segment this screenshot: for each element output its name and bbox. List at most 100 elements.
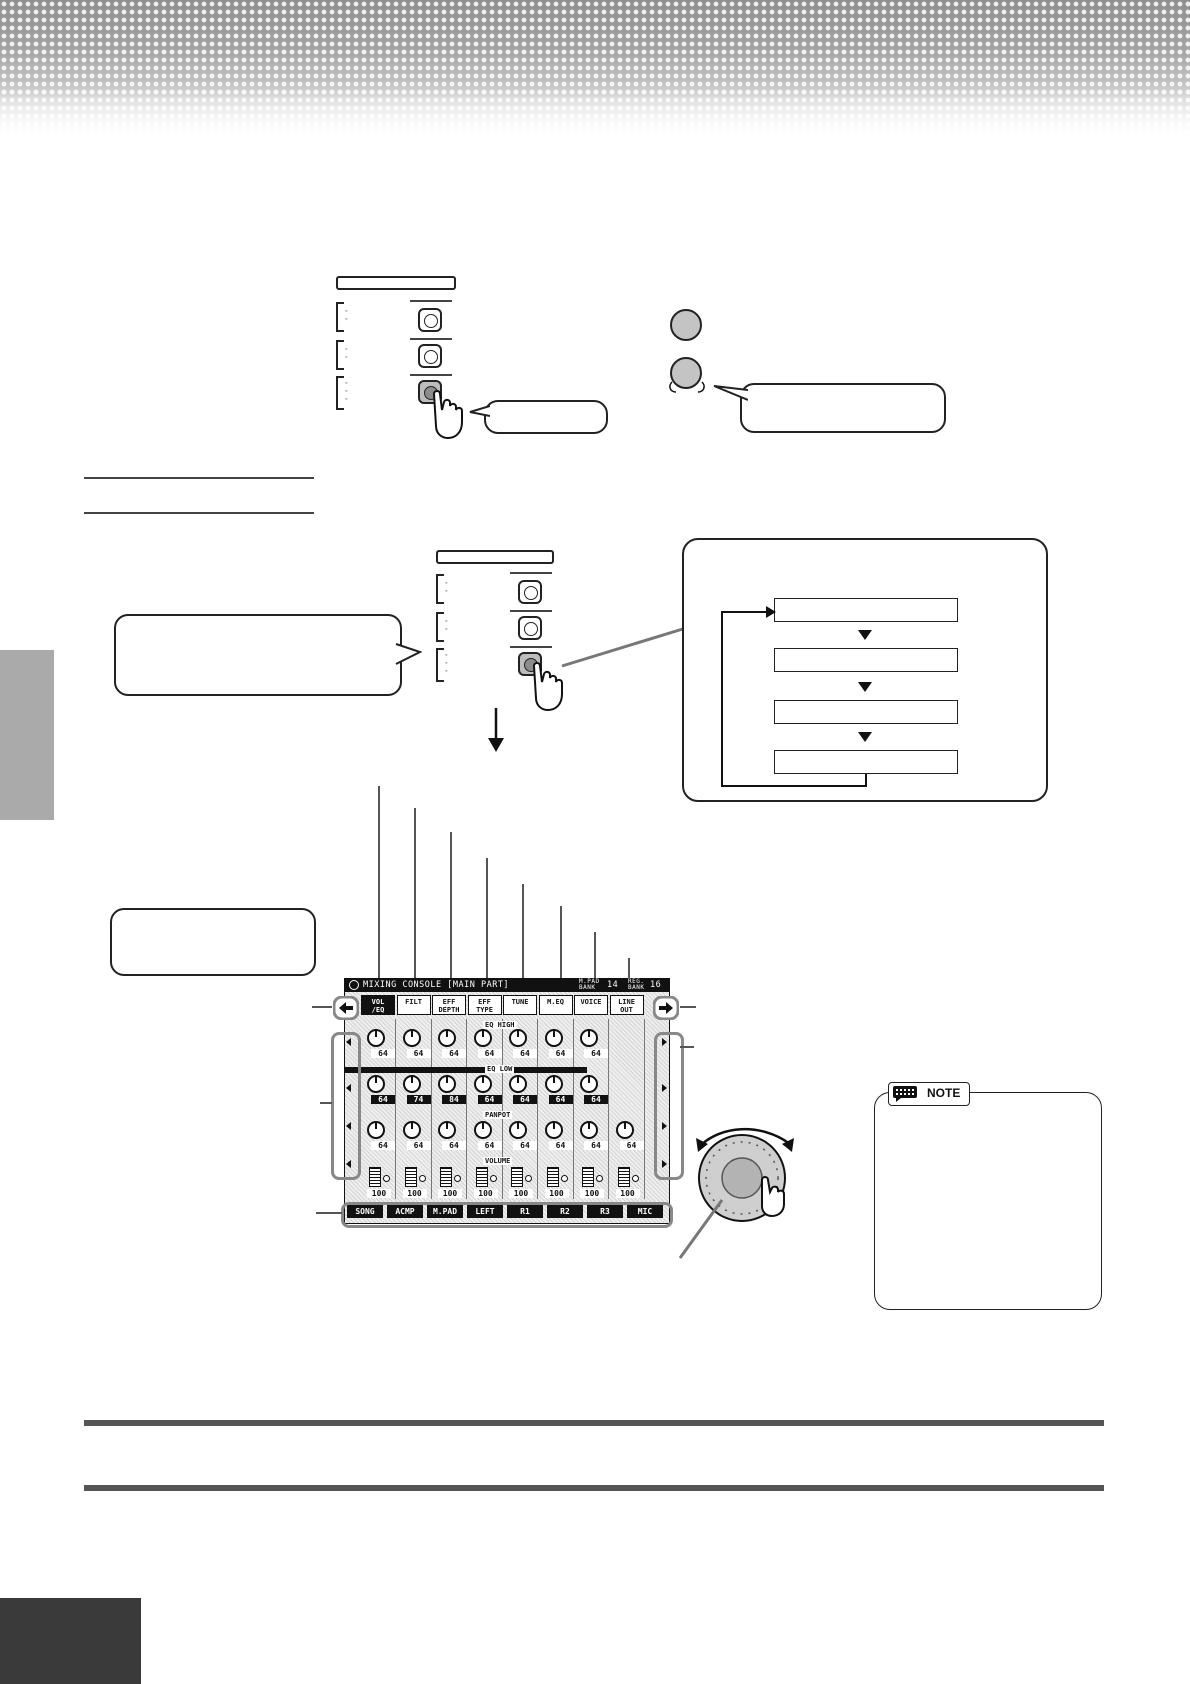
panel-button[interactable] bbox=[518, 580, 542, 604]
eq-high-knob-icon[interactable] bbox=[367, 1029, 385, 1047]
part-button-left[interactable]: LEFT bbox=[467, 1205, 503, 1218]
lcd-tab-line2: DEPTH bbox=[438, 1006, 460, 1014]
eq-high-knob-icon[interactable] bbox=[580, 1029, 598, 1047]
volume-fader-icon[interactable] bbox=[546, 1167, 559, 1187]
part-button-mic[interactable]: MIC bbox=[627, 1205, 663, 1218]
volume-fader-icon[interactable] bbox=[440, 1167, 452, 1187]
left-select-arrow[interactable] bbox=[346, 1084, 351, 1092]
volume-fader-icon[interactable] bbox=[617, 1167, 630, 1187]
lcd-title: MIXING CONSOLE [MAIN PART] bbox=[363, 980, 510, 990]
page-left-arrow-icon[interactable] bbox=[333, 996, 359, 1020]
panel-group-top bbox=[336, 276, 456, 290]
panel-led-dots: ◦◦◦ bbox=[345, 380, 348, 403]
panpot-knob-icon[interactable] bbox=[580, 1121, 598, 1139]
part-button-mpad[interactable]: M.PAD bbox=[427, 1205, 463, 1218]
mpad-bank-value: 14 bbox=[607, 980, 619, 990]
section-label-eq-high: EQ HIGH bbox=[483, 1021, 517, 1029]
speech-callout-large bbox=[114, 614, 402, 696]
panel-line bbox=[410, 300, 452, 302]
right-select-arrow[interactable] bbox=[662, 1122, 667, 1130]
tab-leader-line bbox=[378, 786, 380, 1004]
lcd-tab-line1: EFF bbox=[478, 998, 491, 1006]
tab-leader-line bbox=[486, 858, 488, 1004]
eq-low-value: 74 bbox=[406, 1095, 431, 1104]
panpot-value: 64 bbox=[513, 1141, 537, 1150]
eq-low-knob-icon[interactable] bbox=[438, 1075, 456, 1093]
dial-leader-line bbox=[678, 1199, 724, 1259]
volume-fader-icon[interactable] bbox=[511, 1167, 523, 1187]
connector-line bbox=[561, 626, 687, 668]
panel-button[interactable] bbox=[518, 616, 542, 640]
panpot-knob-icon[interactable] bbox=[367, 1121, 385, 1139]
eq-high-value: 64 bbox=[548, 1049, 573, 1058]
section-rule bbox=[84, 1420, 1104, 1426]
heading-underline bbox=[84, 477, 314, 479]
part-button-song[interactable]: SONG bbox=[347, 1205, 383, 1218]
eq-high-knob-icon[interactable] bbox=[438, 1029, 456, 1047]
panpot-knob-icon[interactable] bbox=[402, 1121, 421, 1139]
left-select-arrow[interactable] bbox=[346, 1160, 351, 1168]
eq-high-knob-icon[interactable] bbox=[473, 1029, 492, 1047]
eq-low-knob-icon[interactable] bbox=[509, 1075, 527, 1093]
panpot-knob-icon[interactable] bbox=[544, 1121, 563, 1139]
panpot-knob-icon[interactable] bbox=[615, 1121, 634, 1139]
part-button-r1[interactable]: R1 bbox=[507, 1205, 543, 1218]
eq-low-knob-icon[interactable] bbox=[402, 1075, 421, 1093]
panel-button[interactable] bbox=[418, 344, 442, 368]
eq-high-knob-icon[interactable] bbox=[544, 1029, 563, 1047]
volume-value: 100 bbox=[473, 1189, 498, 1198]
round-button[interactable] bbox=[670, 309, 702, 341]
panpot-knob-icon[interactable] bbox=[509, 1121, 527, 1139]
pointing-hand-icon bbox=[432, 390, 463, 440]
part-button-acmp[interactable]: ACMP bbox=[387, 1205, 423, 1218]
volume-fader-icon[interactable] bbox=[369, 1167, 381, 1187]
eq-low-knob-icon[interactable] bbox=[473, 1075, 492, 1093]
pointer-tick bbox=[320, 1102, 332, 1104]
lcd-tab[interactable]: VOL/EQ bbox=[361, 995, 395, 1015]
panel-button[interactable] bbox=[418, 308, 442, 332]
callout-pointer bbox=[469, 405, 490, 417]
eq-high-value: 64 bbox=[406, 1049, 431, 1058]
bottom-button-highlight bbox=[341, 1202, 673, 1228]
flow-step bbox=[774, 750, 958, 774]
eq-low-knob-icon[interactable] bbox=[544, 1075, 563, 1093]
part-button-r3[interactable]: R3 bbox=[587, 1205, 623, 1218]
round-button-pressed[interactable] bbox=[670, 357, 702, 389]
panel-led-dots: ◦◦ bbox=[345, 308, 348, 323]
lcd-tab[interactable]: FILT bbox=[396, 995, 431, 1015]
right-select-arrow[interactable] bbox=[662, 1160, 667, 1168]
eq-high-value: 64 bbox=[513, 1049, 537, 1058]
speech-callout bbox=[484, 400, 608, 434]
eq-low-knob-icon[interactable] bbox=[580, 1075, 598, 1093]
lcd-title-bar: MIXING CONSOLE [MAIN PART] M.PAD BANK 14… bbox=[345, 979, 669, 992]
eq-low-knob-icon[interactable] bbox=[367, 1075, 385, 1093]
part-button-r2[interactable]: R2 bbox=[547, 1205, 583, 1218]
panel-led-dots: ◦◦◦ bbox=[445, 652, 448, 675]
lcd-tab[interactable]: M.EQ bbox=[538, 995, 573, 1015]
panpot-knob-icon[interactable] bbox=[473, 1121, 492, 1139]
eq-high-knob-icon[interactable] bbox=[509, 1029, 527, 1047]
data-dial-icon[interactable] bbox=[690, 1108, 810, 1260]
panpot-knob-icon[interactable] bbox=[438, 1121, 456, 1139]
left-select-arrow[interactable] bbox=[346, 1122, 351, 1130]
pointer-tick bbox=[680, 1006, 696, 1008]
right-select-arrow[interactable] bbox=[662, 1038, 667, 1046]
volume-fader-icon[interactable] bbox=[475, 1167, 488, 1187]
volume-fader-icon[interactable] bbox=[582, 1167, 594, 1187]
eq-high-value: 64 bbox=[442, 1049, 466, 1058]
right-select-arrow[interactable] bbox=[662, 1084, 667, 1092]
lcd-tab[interactable]: TUNE bbox=[503, 995, 537, 1015]
left-select-arrow[interactable] bbox=[346, 1038, 351, 1046]
eq-low-value: 64 bbox=[477, 1095, 502, 1104]
eq-high-knob-icon[interactable] bbox=[402, 1029, 421, 1047]
volume-fader-icon[interactable] bbox=[404, 1167, 417, 1187]
mixing-console-lcd: MIXING CONSOLE [MAIN PART] M.PAD BANK 14… bbox=[344, 978, 670, 1224]
lcd-tab[interactable]: VOICE bbox=[574, 995, 608, 1015]
panel-line bbox=[410, 374, 452, 376]
page-right-arrow-icon[interactable] bbox=[653, 996, 679, 1020]
